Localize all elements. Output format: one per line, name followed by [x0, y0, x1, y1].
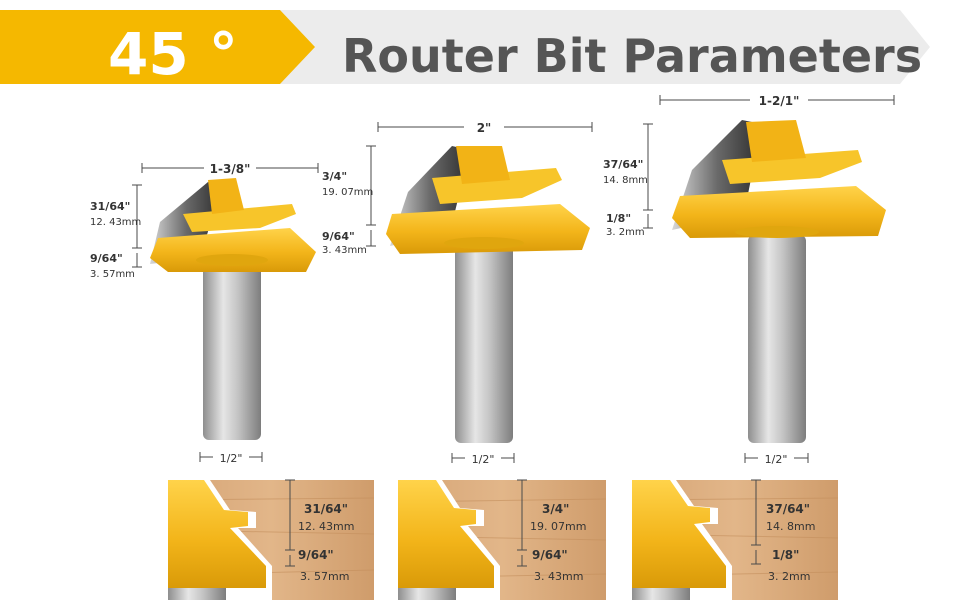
bit-3-shank [748, 235, 806, 443]
angle-label: 45 ° [108, 20, 238, 88]
detail-2-offset-label: 9/64" [532, 548, 568, 562]
bit-3-neck-ring [735, 226, 819, 238]
bit-1-shank [203, 262, 261, 440]
bit-2-cutter-neck [456, 146, 510, 184]
bit-1-cutter-step [183, 204, 296, 232]
detail-3-cutter [632, 480, 726, 588]
detail-3-offset-mm: 3. 2mm [768, 570, 810, 583]
bit-3-shank-label: 1/2" [765, 453, 788, 466]
bit-1-shank-label: 1/2" [220, 452, 243, 465]
bit-3-width-label: 1-2/1" [759, 94, 800, 108]
bit-3-offset-label: 1/8" [606, 212, 631, 225]
router-bit-2: 2" 3/4" 19. 07mm 9/64" 3. 43mm 1/2" [322, 119, 593, 466]
detail-panel-3: 37/64" 14. 8mm 1/8" 3. 2mm [631, 479, 839, 600]
bit-3-cutter-neck [746, 120, 806, 162]
bit-2-width-label: 2" [477, 121, 492, 135]
detail-1-offset-label: 9/64" [298, 548, 334, 562]
bit-2-offset-label: 9/64" [322, 230, 355, 243]
bit-1-neck-ring [196, 254, 268, 266]
bit-1-height-label: 31/64" [90, 200, 130, 213]
detail-1-offset-mm: 3. 57mm [300, 570, 349, 583]
bit-2-shank-label: 1/2" [472, 453, 495, 466]
bit-1-cutter-body [150, 228, 316, 272]
title-banner-background [270, 10, 930, 84]
bit-2-height-mm: 19. 07mm [322, 187, 373, 198]
bit-1-width-label: 1-3/8" [210, 162, 251, 176]
detail-2-height-mm: 19. 07mm [530, 520, 586, 533]
bit-1-offset-mm: 3. 57mm [90, 269, 135, 280]
bit-3-height-mm: 14. 8mm [603, 175, 648, 186]
bit-3-height-label: 37/64" [603, 158, 643, 171]
router-bit-3: 1-2/1" 37/64" 14. 8mm 1/8" 3. 2mm 1/2" [603, 92, 895, 466]
bit-2-offset-mm: 3. 43mm [322, 245, 367, 256]
detail-panel-2: 3/4" 19. 07mm 9/64" 3. 43mm [397, 479, 607, 600]
bit-3-offset-mm: 3. 2mm [606, 227, 645, 238]
bit-2-shank [455, 245, 513, 443]
detail-2-cutter [398, 480, 494, 588]
bit-1-height-mm: 12. 43mm [90, 217, 141, 228]
bit-3-cutter-body [672, 186, 886, 238]
detail-1-height-label: 31/64" [304, 502, 348, 516]
bit-2-height-label: 3/4" [322, 170, 347, 183]
detail-panel-1: 31/64" 12. 43mm 9/64" 3. 57mm [167, 479, 375, 600]
detail-3-height-mm: 14. 8mm [766, 520, 815, 533]
bit-1-cutter-neck [208, 178, 244, 214]
bit-2-neck-ring [444, 237, 524, 249]
header-banner: 45 ° Router Bit Parameters [0, 10, 930, 88]
detail-1-height-mm: 12. 43mm [298, 520, 354, 533]
angle-badge [0, 10, 315, 84]
detail-3-height-label: 37/64" [766, 502, 810, 516]
detail-3-offset-label: 1/8" [772, 548, 799, 562]
detail-1-cutter [168, 480, 266, 588]
detail-2-offset-mm: 3. 43mm [534, 570, 583, 583]
router-bit-1: 1-3/8" 31/64" 12. 43mm 9/64" 3. 57mm 1/2… [90, 160, 319, 465]
bit-2-cutter-body [386, 204, 590, 254]
detail-2-height-label: 3/4" [542, 502, 569, 516]
page-title: Router Bit Parameters [342, 29, 922, 83]
bit-1-offset-label: 9/64" [90, 252, 123, 265]
